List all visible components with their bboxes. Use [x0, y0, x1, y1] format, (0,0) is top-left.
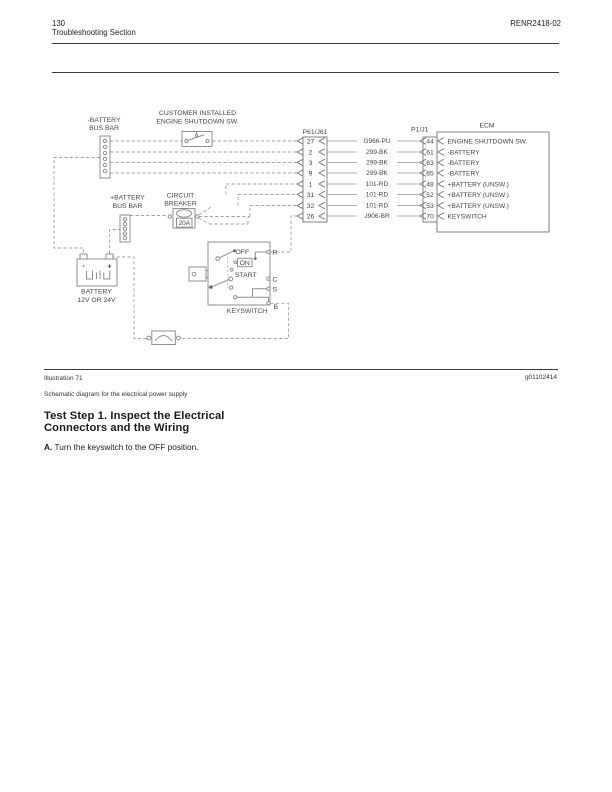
step-a: A. Turn the keyswitch to the OFF positio… — [44, 442, 199, 452]
terminal-s-label: S — [273, 286, 278, 293]
p61-pin: 1 — [309, 181, 313, 188]
p1-pin: 65 — [426, 170, 434, 177]
terminal-b-label: B — [274, 304, 279, 311]
step-text: Turn the keyswitch to the OFF position. — [52, 441, 199, 452]
p61-pin: 2 — [309, 149, 313, 156]
p61-pin: 9 — [309, 170, 313, 177]
wire-label: 101-RD — [366, 192, 389, 199]
p61-pin: 27 — [307, 138, 315, 145]
pin-row: 9 299-BK 65 -BATTERY — [296, 168, 481, 177]
test-step-heading-line1: Test Step 1. Inspect the Electrical — [44, 409, 225, 422]
p61-connector-label: P61/J61 — [303, 129, 328, 136]
wire-label: 101-RD — [366, 181, 389, 188]
p1-pin: 53 — [426, 203, 434, 210]
wire-label: 299-BK — [366, 170, 388, 177]
ecm-pin-label: ENGINE SHUTDOWN SW. — [448, 138, 528, 145]
wire-label: 101-RD — [366, 203, 389, 210]
pin-row: 2 299-BK 61 -BATTERY — [296, 147, 481, 156]
battery-label-line1: BATTERY — [81, 289, 112, 296]
p1-pin: 52 — [426, 192, 434, 199]
connector-p1-j1: P1/J1 — [411, 126, 438, 223]
battery-label-line2: 12V OR 24V — [77, 297, 116, 304]
wire-label: 299-BK — [366, 160, 388, 167]
keyswitch-label: KEYSWITCH — [227, 308, 267, 315]
figure-description: Schematic diagram for the electrical pow… — [44, 390, 188, 398]
wire-label: G966-PU — [363, 138, 390, 145]
ecm-pin-label: -BATTERY — [448, 170, 481, 177]
p1-pin: 44 — [426, 138, 434, 145]
keyswitch-b-fuse-battery-wire — [113, 256, 289, 339]
breaker-label-line1: CIRCUIT — [167, 192, 195, 199]
pin-row: 32 101-RD 53 +BATTERY (UNSW.) — [296, 201, 509, 210]
p1-pin: 70 — [426, 213, 434, 220]
battery-plus-to-bus-wire — [109, 229, 120, 254]
key-position-on: ON — [240, 260, 250, 267]
p1-pin: 48 — [426, 181, 434, 188]
dashed-wiring — [53, 140, 297, 339]
key-position-start: START — [235, 272, 257, 279]
keyswitch: OFF ON START R C S B KEYSWITCH — [188, 241, 279, 315]
p61-pin: 31 — [307, 192, 315, 199]
caption-rule — [44, 368, 558, 370]
pos-battery-bus-bar: +BATTERY BUS BAR — [110, 195, 145, 243]
ecm-label: ECM — [479, 122, 494, 129]
header-rule — [52, 42, 559, 44]
pin-row: 1 101-RD 48 +BATTERY (UNSW.) — [296, 179, 509, 188]
top-rule — [52, 72, 559, 73]
page-number: 130 — [52, 19, 66, 28]
wire-label: 299-BK — [366, 149, 388, 156]
neg-bus-label-line2: BUS BAR — [89, 125, 119, 132]
p61-pin: 26 — [307, 213, 315, 220]
shutdown-sw-label-line1: CUSTOMER INSTALLED — [159, 110, 236, 117]
p61-pin: 32 — [307, 203, 315, 210]
p1-connector-label: P1/J1 — [411, 126, 429, 133]
wire-label: J906-BR — [364, 213, 390, 220]
pos-bus-label-line2: BUS BAR — [113, 203, 143, 210]
pin-row: 31 101-RD 52 +BATTERY (UNSW.) — [296, 190, 509, 199]
pin-row: 26 J906-BR 70 KEYSWITCH — [296, 211, 487, 220]
ecm-pin-label: +BATTERY (UNSW.) — [448, 192, 509, 199]
step-letter: A. — [44, 441, 53, 452]
pin-row: 3 299-BK 63 -BATTERY — [296, 158, 481, 167]
terminal-c-label: C — [273, 276, 278, 283]
ecm-pin-label: -BATTERY — [448, 149, 481, 156]
breaker-label-line2: BREAKER — [164, 201, 197, 208]
pin-rows: 27 G966-PU 44 ENGINE SHUTDOWN SW. 2 299-… — [296, 136, 528, 220]
battery-plus-sign: + — [107, 262, 112, 271]
neg-battery-to-battery-wire — [53, 157, 100, 254]
schematic-diagram: -BATTERY BUS BAR CUSTOMER INSTALLED ENGI… — [53, 110, 550, 345]
shutdown-sw-label-line2: ENGINE SHUTDOWN SW. — [156, 118, 238, 125]
neg-battery-bus-bar: -BATTERY BUS BAR — [88, 117, 121, 179]
battery: - + BATTERY 12V OR 24V — [76, 253, 118, 304]
figure-code: g01102414 — [524, 373, 557, 381]
neg-battery-wires — [110, 140, 297, 174]
ecm-pin-label: +BATTERY (UNSW.) — [448, 203, 509, 210]
ecm-pin-label: +BATTERY (UNSW.) — [448, 181, 509, 188]
fuse — [146, 330, 181, 345]
illustration-number: Illustration 71 — [44, 374, 83, 382]
engine-shutdown-switch: CUSTOMER INSTALLED ENGINE SHUTDOWN SW. — [156, 110, 239, 147]
battery-minus-sign: - — [82, 261, 85, 270]
p1-pin: 61 — [426, 149, 434, 156]
circuit-breaker: 20A CIRCUIT BREAKER — [164, 192, 200, 229]
breaker-fanout-wires — [198, 183, 297, 225]
key-position-off: OFF — [236, 249, 250, 256]
ecm-module: ECM — [436, 122, 550, 233]
test-step-heading-line2: Connectors and the Wiring — [44, 422, 190, 434]
neg-bus-label-line1: -BATTERY — [88, 117, 121, 124]
breaker-rating: 20A — [179, 220, 191, 227]
document-number: RENR2418-02 — [510, 19, 561, 28]
section-title: Troubleshooting Section — [52, 27, 136, 37]
ecm-pin-label: KEYSWITCH — [448, 213, 487, 220]
pin-row: 27 G966-PU 44 ENGINE SHUTDOWN SW. — [296, 136, 528, 145]
ecm-pin-label: -BATTERY — [448, 160, 481, 167]
keyswitch-r-to-pin26-wire — [270, 215, 297, 253]
p1-pin: 63 — [426, 160, 434, 167]
pos-bus-label-line1: +BATTERY — [110, 195, 145, 202]
p61-pin: 3 — [309, 160, 313, 167]
terminal-r-label: R — [273, 250, 278, 257]
battery-cells-icon — [86, 270, 111, 280]
